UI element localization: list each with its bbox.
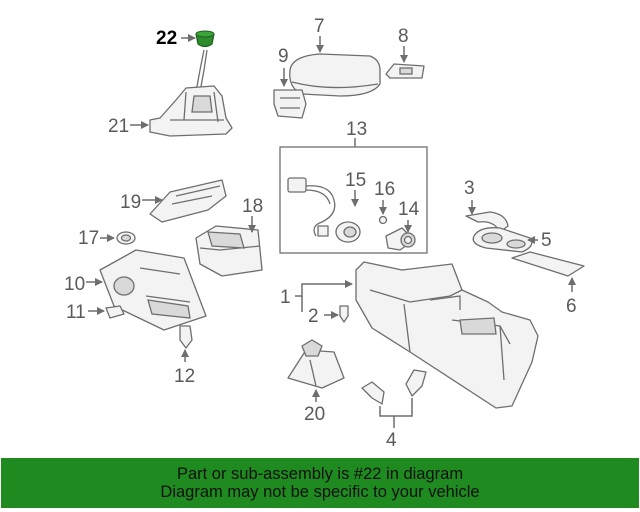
callout-4: 4 (386, 430, 397, 451)
part-8-lid-latch[interactable] (385, 63, 425, 79)
part-14-accessory-socket[interactable] (385, 227, 416, 251)
callout-17: 17 (78, 228, 99, 249)
part-22-shift-knob[interactable] (195, 30, 215, 48)
banner-line-1: Part or sub-assembly is #22 in diagram (176, 465, 464, 483)
part-16-screw[interactable] (378, 215, 388, 225)
callout-10: 10 (64, 274, 85, 295)
part-5-cup-holder[interactable] (472, 227, 533, 253)
part-18-storage-box[interactable] (195, 225, 263, 277)
callout-16: 16 (374, 179, 395, 200)
callout-15: 15 (345, 170, 366, 191)
callout-21: 21 (108, 116, 129, 137)
part-4-brackets[interactable] (361, 369, 427, 405)
callout-2: 2 (308, 306, 319, 327)
callout-18: 18 (242, 196, 263, 217)
part-1-console-body[interactable] (355, 261, 539, 409)
leader-4 (379, 398, 413, 417)
callout-7: 7 (314, 16, 325, 37)
leader-1 (295, 280, 353, 297)
callout-19: 19 (120, 192, 141, 213)
callout-14: 14 (398, 199, 420, 220)
callout-11: 11 (66, 302, 86, 323)
callout-6: 6 (566, 296, 577, 317)
callout-12: 12 (174, 366, 195, 387)
callout-3: 3 (464, 178, 475, 199)
part-6-tray-mat[interactable] (511, 251, 585, 277)
group-13-box (279, 146, 428, 254)
callout-5: 5 (541, 230, 552, 251)
part-2-clip[interactable] (339, 305, 349, 323)
callout-1: 1 (280, 287, 291, 308)
part-12-connector[interactable] (179, 325, 193, 349)
callout-9: 9 (278, 46, 289, 67)
part-7-armrest-lid[interactable] (289, 53, 381, 97)
callout-22: 22 (156, 28, 177, 49)
part-19-upper-bezel[interactable] (149, 179, 227, 223)
parts-diagram: 22 21 7 8 9 13 15 (64, 16, 585, 451)
part-21-shift-lever-assembly[interactable] (149, 49, 233, 137)
part-11-switch[interactable] (105, 305, 125, 319)
fitment-banner: Part or sub-assembly is #22 in diagram D… (1, 458, 639, 508)
callout-13: 13 (346, 119, 367, 140)
part-10-center-panel[interactable] (99, 249, 207, 331)
part-9-lid-hinge[interactable] (273, 89, 307, 119)
callout-20: 20 (304, 404, 325, 425)
part-17-ring[interactable] (116, 231, 136, 245)
part-15-power-socket-harness[interactable] (287, 177, 361, 243)
part-20-shift-boot[interactable] (287, 339, 345, 389)
banner-line-2: Diagram may not be specific to your vehi… (160, 483, 480, 501)
callout-8: 8 (398, 26, 409, 47)
